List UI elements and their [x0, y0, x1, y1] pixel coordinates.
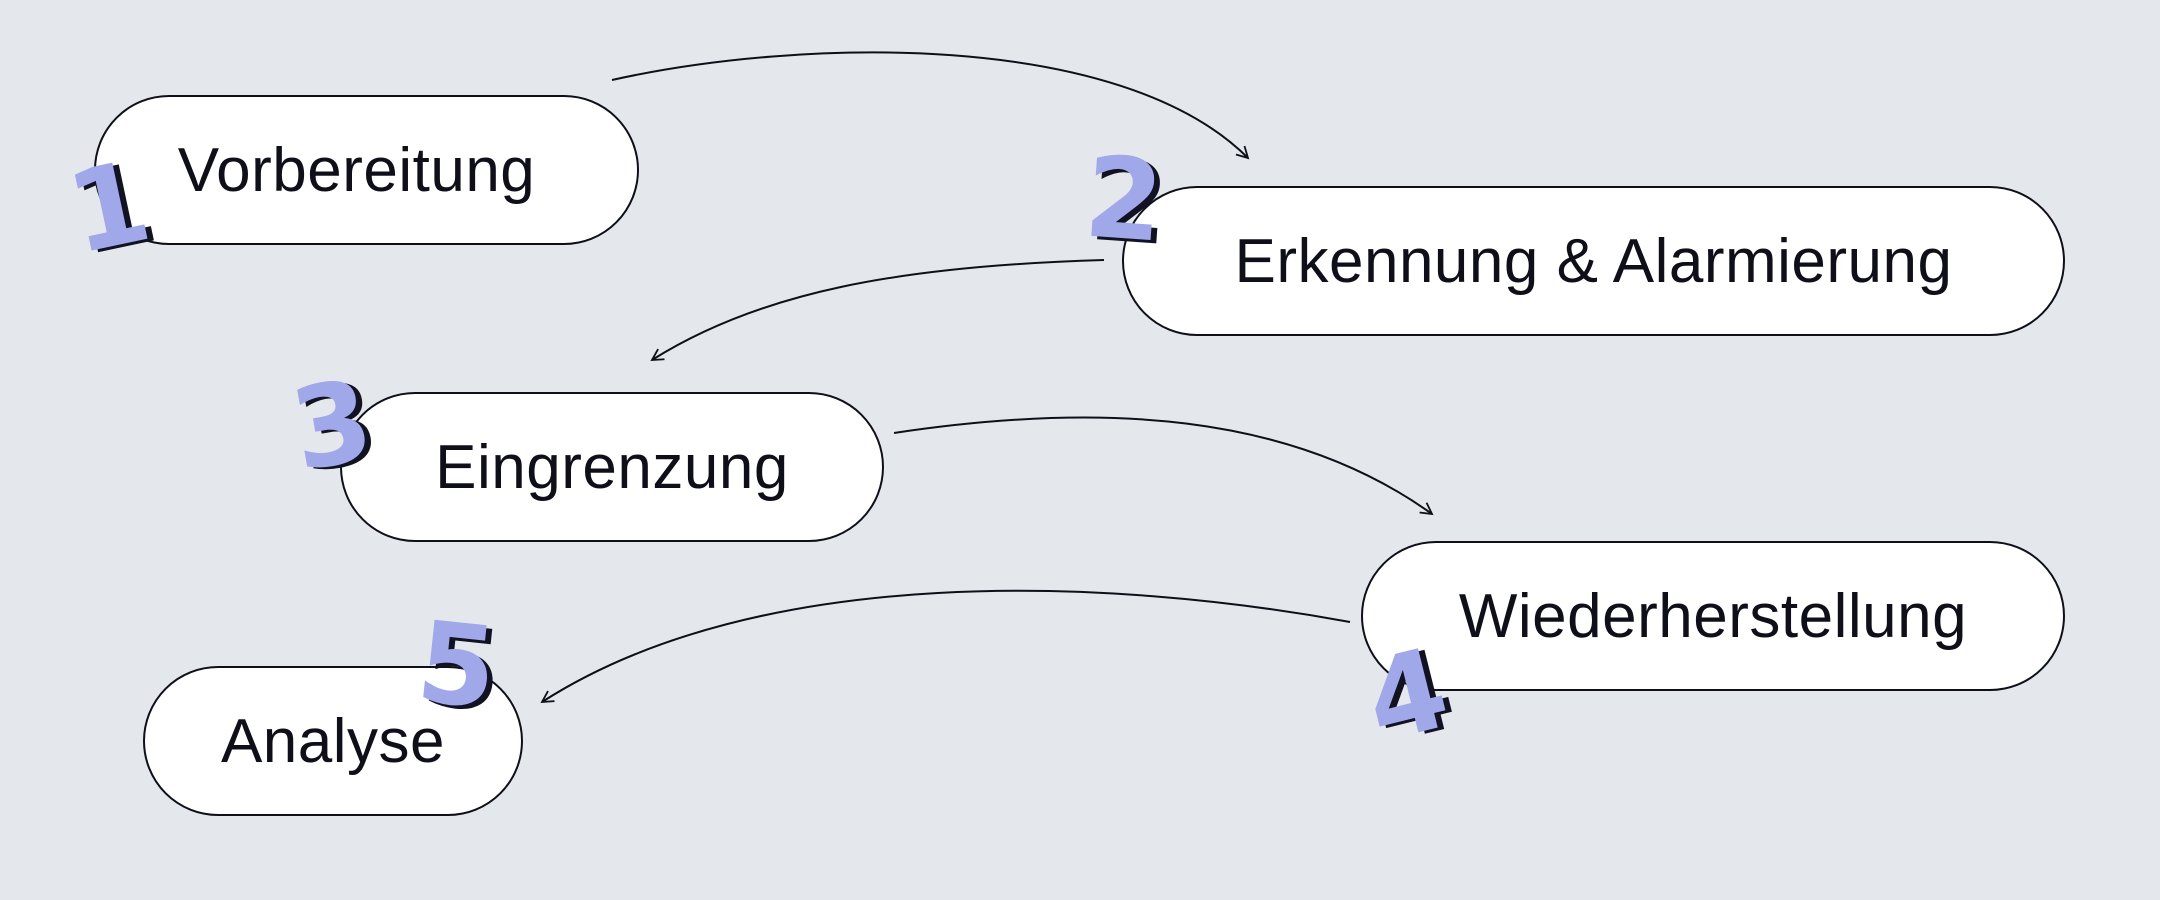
- arrow-4-to-5: [540, 589, 1351, 704]
- step-2-label: Erkennung & Alarmierung: [1234, 226, 1953, 296]
- arrow-3-to-4: [893, 416, 1434, 516]
- step-2-pill: Erkennung & Alarmierung: [1122, 186, 2065, 336]
- step-1-label: Vorbereitung: [177, 135, 536, 205]
- step-1-pill: Vorbereitung: [94, 95, 639, 245]
- step-2-number: 2: [1080, 132, 1168, 268]
- step-5-label: Analyse: [220, 706, 446, 776]
- step-3-pill: Eingrenzung: [340, 392, 884, 542]
- step-4-label: Wiederherstellung: [1458, 581, 1968, 651]
- step-5-pill: Analyse: [143, 666, 523, 816]
- arrow-2-to-3: [650, 259, 1105, 362]
- arrow-1-to-2: [611, 51, 1250, 160]
- step-5-number: 5: [411, 597, 503, 735]
- step-3-label: Eingrenzung: [435, 432, 789, 502]
- step-4-pill: Wiederherstellung: [1361, 541, 2065, 691]
